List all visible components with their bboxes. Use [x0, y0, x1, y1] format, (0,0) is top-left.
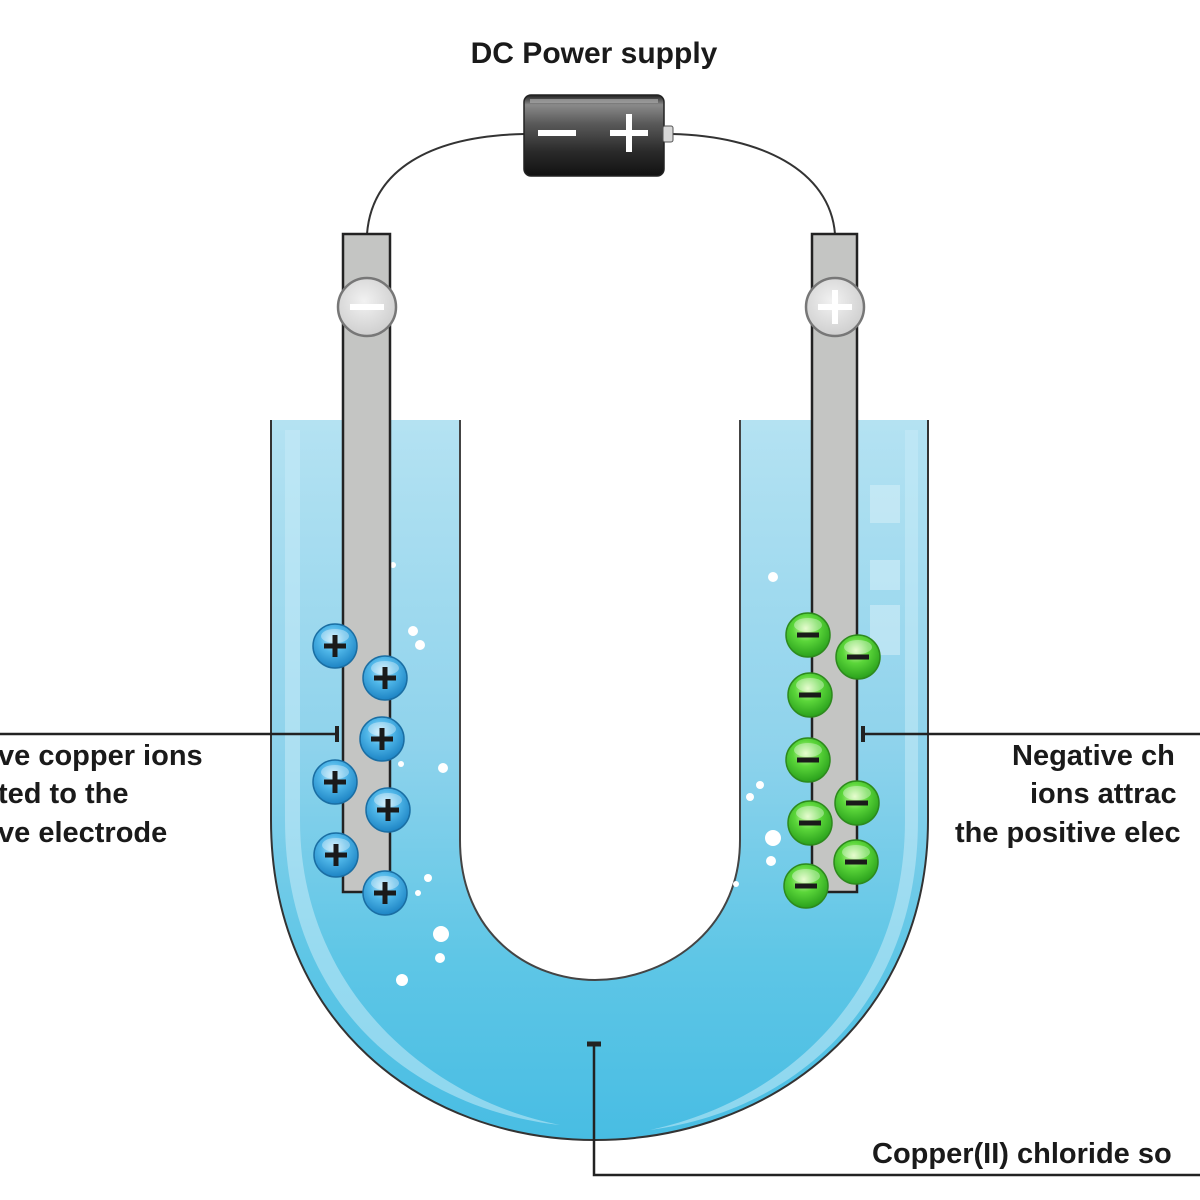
battery-minus-icon: [538, 130, 576, 136]
chloride-ion-icon: [833, 839, 879, 885]
bubble: [766, 856, 776, 866]
bubble: [435, 953, 445, 963]
bubble: [398, 761, 404, 767]
copper-ion-icon: [312, 623, 358, 669]
chloride-ion-icon: [787, 800, 833, 846]
chloride-ion-icon: [785, 612, 831, 658]
copper-ion-icon: [359, 716, 405, 762]
copper-ion-icon: [362, 870, 408, 916]
wire-right: [671, 133, 836, 235]
bubble: [396, 974, 408, 986]
bubble: [415, 640, 425, 650]
wire-left: [366, 133, 525, 235]
copper-ion-icon: [362, 655, 408, 701]
bubble: [438, 763, 448, 773]
caption-right: Negative ch ions attrac the positive ele…: [955, 740, 1181, 849]
chloride-ion-icon: [787, 672, 833, 718]
copper-ion-icon: [313, 832, 359, 878]
bubble: [756, 781, 764, 789]
chloride-ion-icon: [785, 737, 831, 783]
bubble: [765, 830, 781, 846]
bubble: [768, 572, 778, 582]
caption-left-line-2: ted to the: [0, 778, 129, 810]
bubble: [390, 562, 396, 568]
caption-solution: Copper(II) chloride so: [872, 1138, 1172, 1170]
leader-line-solution: [592, 1044, 1200, 1177]
chloride-ion-icon: [834, 780, 880, 826]
copper-chloride-solution: [271, 420, 928, 1140]
bubble: [424, 874, 432, 882]
u-tube: [270, 420, 929, 1142]
copper-ion-icon: [365, 787, 411, 833]
chloride-ions: [783, 612, 881, 909]
caption-left-line-3: ve electrode: [0, 817, 167, 849]
chloride-ion-icon: [783, 863, 829, 909]
bubble: [408, 626, 418, 636]
caption-right-line-1: Negative ch: [1012, 740, 1175, 772]
bubble: [746, 793, 754, 801]
copper-ion-icon: [312, 759, 358, 805]
battery-icon: [523, 94, 674, 177]
bubble: [733, 881, 739, 887]
caption-left: ve copper ions ted to the ve electrode: [0, 740, 203, 849]
copper-ions: [312, 623, 411, 916]
bubble: [415, 890, 421, 896]
caption-right-line-3: the positive elec: [955, 817, 1181, 849]
bubbles: [390, 562, 781, 986]
bubble: [433, 926, 449, 942]
chloride-ion-icon: [835, 634, 881, 680]
caption-right-line-2: ions attrac: [1030, 778, 1177, 810]
power-supply-title: DC Power supply: [471, 37, 718, 70]
caption-left-line-1: ve copper ions: [0, 740, 203, 772]
